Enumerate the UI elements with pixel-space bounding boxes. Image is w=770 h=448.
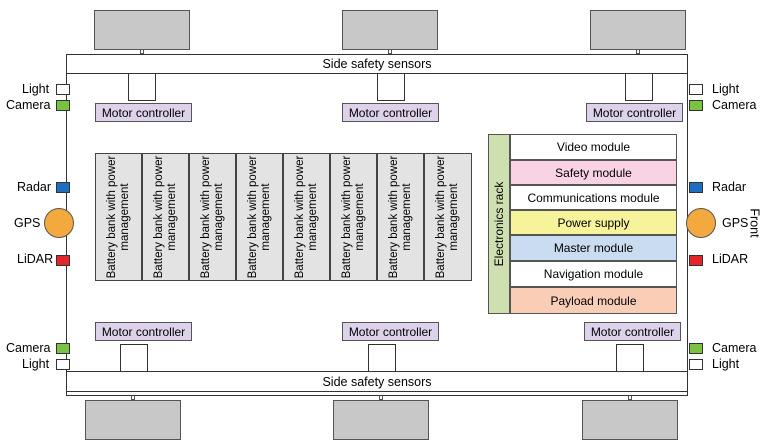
motor-controller-top-center: Motor controller <box>342 103 439 122</box>
left-bottom-light <box>56 359 70 370</box>
motor-controller-bottom-left: Motor controller <box>95 322 192 341</box>
electronics-rack-label: Electronics rack <box>492 181 506 267</box>
left-top-camera <box>56 100 70 111</box>
wheel-bottom-right <box>582 400 678 440</box>
left-top-light-label: Light <box>22 82 50 96</box>
right-radar <box>689 182 703 193</box>
battery-bank-label: Battery bank with power management <box>435 155 460 279</box>
mc-link-bottom-right <box>616 344 644 371</box>
battery-bank-1: Battery bank with power management <box>95 153 142 281</box>
electronics-rack-label-box: Electronics rack <box>488 134 510 314</box>
left-bottom-light-label: Light <box>22 357 50 371</box>
right-bottom-camera-label: Camera <box>712 341 757 355</box>
right-gps-icon <box>686 208 716 238</box>
right-bottom-light <box>689 359 703 370</box>
battery-bank-label: Battery bank with power management <box>152 155 178 279</box>
axle-top-left <box>140 49 144 54</box>
battery-bank-3: Battery bank with power management <box>189 153 236 281</box>
module-video: Video module <box>510 134 677 160</box>
motor-controller-bottom-center: Motor controller <box>342 322 439 341</box>
battery-bank-label: Battery bank with power management <box>199 155 225 279</box>
battery-bank-6: Battery bank with power management <box>330 153 377 281</box>
battery-bank-label: Battery bank with power management <box>246 155 272 279</box>
left-bottom-camera-label: Camera <box>6 341 51 355</box>
wheel-bottom-left <box>85 400 181 440</box>
left-top-camera-label: Camera <box>6 98 51 112</box>
battery-bank-8: Battery bank with power management <box>424 153 472 281</box>
battery-bank-5: Battery bank with power management <box>283 153 330 281</box>
right-bottom-camera <box>689 343 703 354</box>
mc-link-bottom-left <box>120 344 148 371</box>
mc-link-top-center <box>377 74 405 101</box>
right-lidar-label: LiDAR <box>712 252 749 266</box>
module-safety: Safety module <box>510 160 677 185</box>
wheel-top-left <box>94 10 190 50</box>
right-radar-label: Radar <box>712 180 747 194</box>
module-master: Master module <box>510 235 677 261</box>
motor-controller-top-right: Motor controller <box>586 103 683 122</box>
motor-controller-bottom-right: Motor controller <box>584 322 681 341</box>
wheel-bottom-center <box>333 400 429 440</box>
left-bottom-camera <box>56 343 70 354</box>
right-lidar <box>689 255 703 266</box>
left-lidar-label: LiDAR <box>17 252 54 266</box>
module-power-supply: Power supply <box>510 210 677 235</box>
battery-bank-label: Battery bank with power management <box>105 155 131 279</box>
battery-bank-label: Battery bank with power management <box>387 155 413 279</box>
left-top-light <box>56 84 70 95</box>
motor-controller-top-left: Motor controller <box>95 103 192 122</box>
axle-top-right <box>636 49 640 54</box>
module-navigation: Navigation module <box>510 261 677 287</box>
mc-link-bottom-center <box>368 344 396 371</box>
axle-top-center <box>388 49 392 54</box>
battery-bank-label: Battery bank with power management <box>293 155 319 279</box>
left-gps-label: GPS <box>14 216 41 230</box>
right-top-light <box>689 84 703 95</box>
left-gps-icon <box>44 208 74 238</box>
battery-bank-4: Battery bank with power management <box>236 153 283 281</box>
front-label: Front <box>747 208 762 238</box>
right-top-camera <box>689 100 703 111</box>
battery-bank-2: Battery bank with power management <box>142 153 189 281</box>
wheel-top-right <box>590 10 686 50</box>
left-lidar <box>56 255 70 266</box>
battery-bank-label: Battery bank with power management <box>340 155 366 279</box>
module-communications: Communications module <box>510 185 677 210</box>
battery-bank-7: Battery bank with power management <box>377 153 424 281</box>
right-top-camera-label: Camera <box>712 98 757 112</box>
mc-link-top-right <box>625 74 653 101</box>
wheel-top-center <box>342 10 438 50</box>
right-bottom-light-label: Light <box>712 357 740 371</box>
left-radar-label: Radar <box>17 180 52 194</box>
right-top-light-label: Light <box>712 82 740 96</box>
side-safety-sensors-bottom: Side safety sensors <box>66 371 688 392</box>
mc-link-top-left <box>128 74 156 101</box>
module-payload: Payload module <box>510 287 677 314</box>
left-radar <box>56 182 70 193</box>
right-gps-label: GPS <box>722 216 749 230</box>
side-safety-sensors-top: Side safety sensors <box>66 54 688 74</box>
